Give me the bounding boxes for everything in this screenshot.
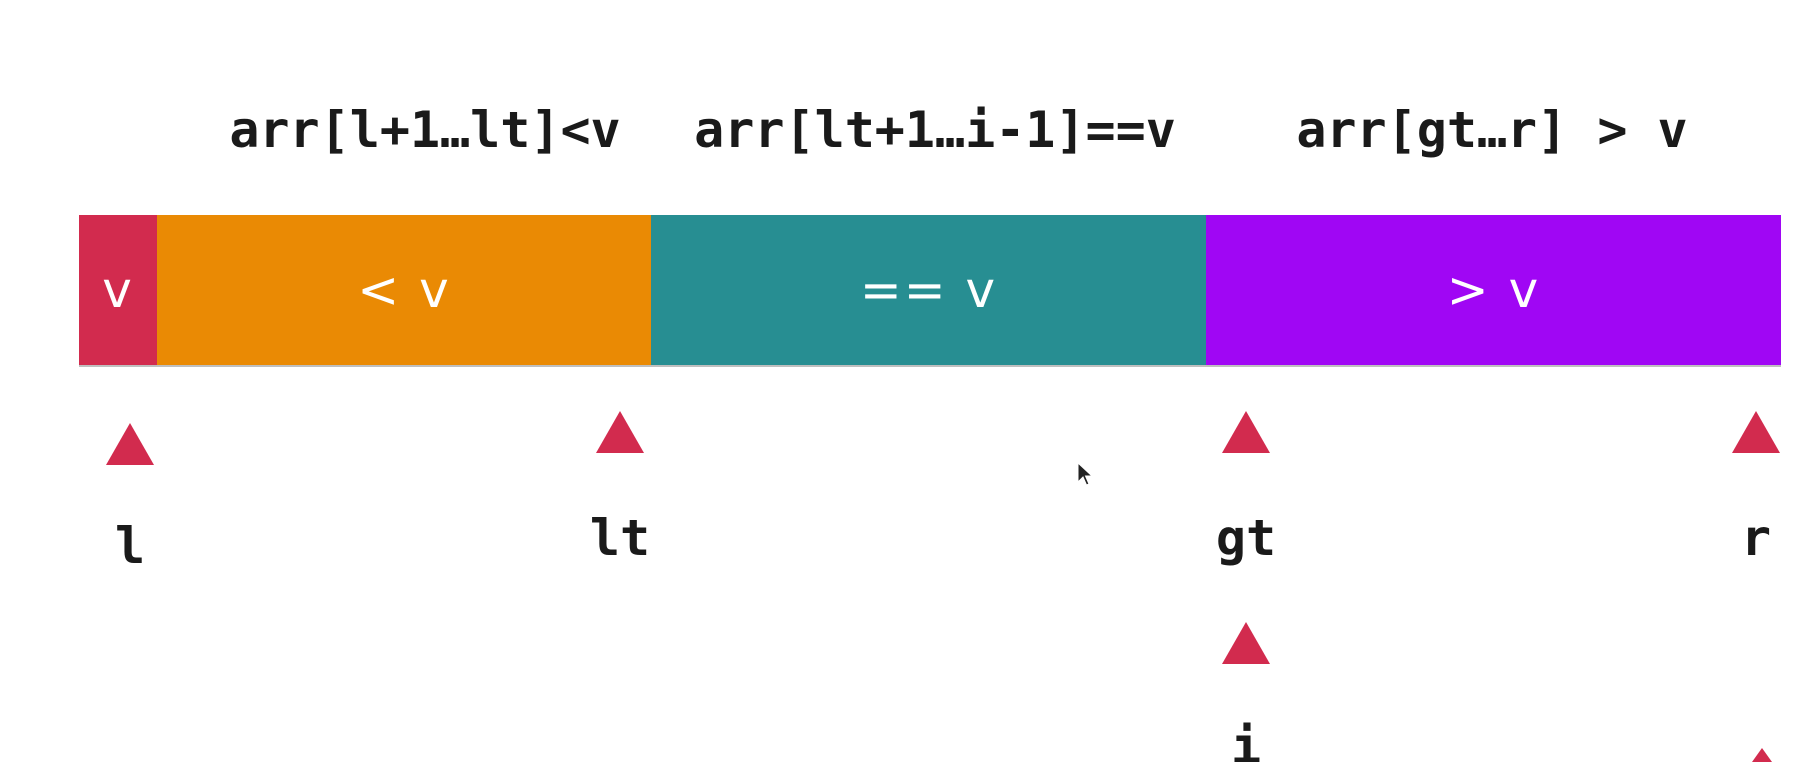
segment-greater: > v <box>1206 215 1781 365</box>
pointer-l-label: l <box>114 517 146 575</box>
pointer-lt-label: lt <box>589 509 651 567</box>
pointer-r-triangle-icon <box>1732 411 1780 453</box>
pointer-lt-triangle-icon <box>596 411 644 453</box>
range-label-equal: arr[lt+1…i-1]==v <box>694 101 1176 159</box>
range-label-greater: arr[gt…r] > v <box>1296 101 1688 159</box>
segment-equal: == v <box>651 215 1206 365</box>
segment-greater-label: > v <box>1446 261 1541 319</box>
pointer-i-label: i <box>1230 717 1262 762</box>
pointer-i-triangle-icon <box>1222 622 1270 664</box>
partial-triangle-icon <box>1752 748 1772 762</box>
pointer-gt-label: gt <box>1215 509 1277 567</box>
segment-less-label: < v <box>357 261 451 319</box>
pointer-gt-triangle-icon <box>1222 411 1270 453</box>
segment-pivot-label: v <box>102 261 134 319</box>
pointer-l-triangle-icon <box>106 423 154 465</box>
array-bar: v < v == v > v <box>79 215 1781 365</box>
mouse-cursor-icon <box>1077 462 1093 486</box>
pointer-r-label: r <box>1740 509 1772 567</box>
segment-pivot: v <box>79 215 157 365</box>
segment-equal-label: == v <box>859 261 998 319</box>
segment-less: < v <box>157 215 651 365</box>
range-label-less: arr[l+1…lt]<v <box>229 101 621 159</box>
